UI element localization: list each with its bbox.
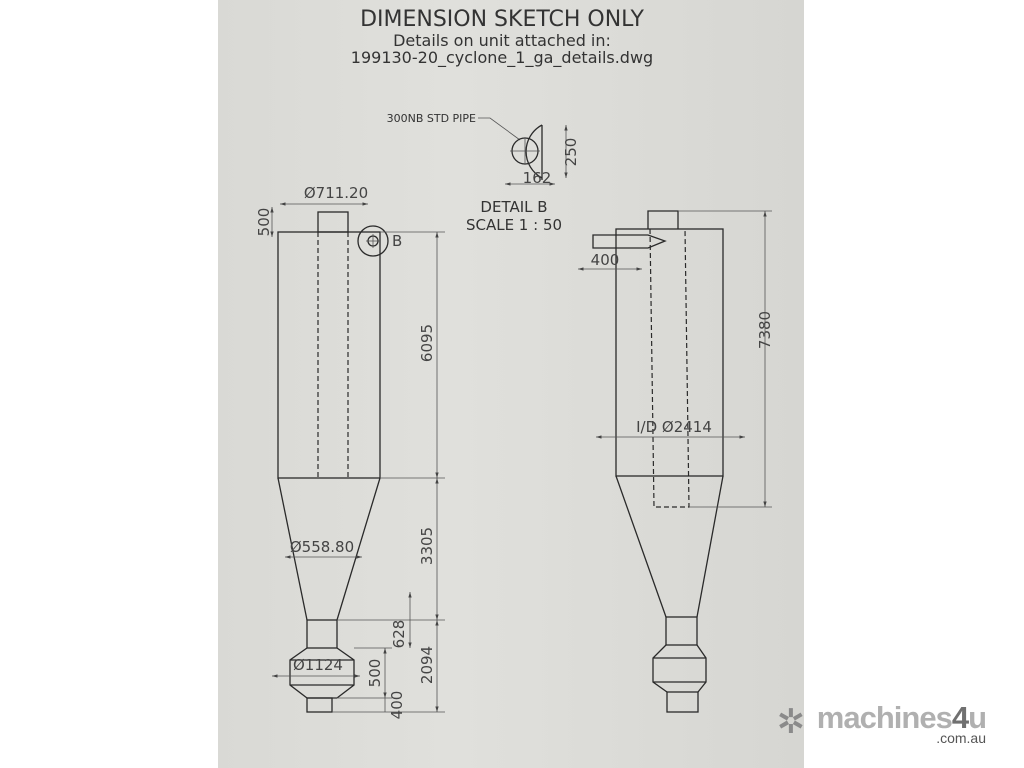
dim-250: 250: [562, 138, 580, 167]
dim-inlet: 400: [591, 251, 620, 269]
cyclone-side-view: 7380 I/D Ø2414 400: [578, 210, 774, 713]
brand-name: machines: [816, 700, 953, 735]
drawing-paper: [218, 0, 804, 768]
dim-h-body: 6095: [418, 324, 436, 362]
dim-h-bottom: 400: [388, 691, 406, 720]
dim-h-neck: 628: [390, 620, 408, 649]
detail-scale: SCALE 1 : 50: [466, 216, 562, 234]
dim-h-top: 500: [255, 208, 273, 237]
drawing-title: DIMENSION SKETCH ONLY: [360, 7, 644, 32]
dim-h-lower: 2094: [418, 646, 436, 684]
dim-inner-dia: I/D Ø2414: [636, 418, 712, 436]
brand-tail: u: [968, 700, 987, 735]
dim-162: 162: [523, 169, 552, 187]
detail-b-marker: B: [392, 232, 402, 250]
dim-height: 7380: [756, 311, 774, 349]
dim-dia-neck: Ø558.80: [290, 538, 354, 556]
dim-dia-top: Ø711.20: [304, 184, 368, 202]
detail-title: DETAIL B: [480, 198, 547, 216]
brand-number: 4: [951, 700, 969, 735]
pipe-label: 300NB STD PIPE: [387, 112, 476, 125]
snowflake-logo-icon: ✲: [776, 702, 806, 742]
detail-b: 300NB STD PIPE 250 162 DETAIL B SCALE 1 …: [387, 112, 580, 234]
drawing-filename: 199130-20_cyclone_1_ga_details.dwg: [351, 48, 653, 68]
machines4u-watermark: ✲ machines4u .com.au: [777, 700, 987, 746]
dim-h-bulb: 500: [366, 659, 384, 688]
dim-dia-bulb: Ø1124: [293, 656, 343, 674]
brand-domain: .com.au: [936, 730, 986, 746]
dim-h-cone: 3305: [418, 527, 436, 565]
cyclone-front-view: B Ø711.20 500 6095 3305 Ø558.80 628 2094…: [255, 184, 445, 719]
drawing-subtitle: Details on unit attached in:: [393, 31, 611, 50]
